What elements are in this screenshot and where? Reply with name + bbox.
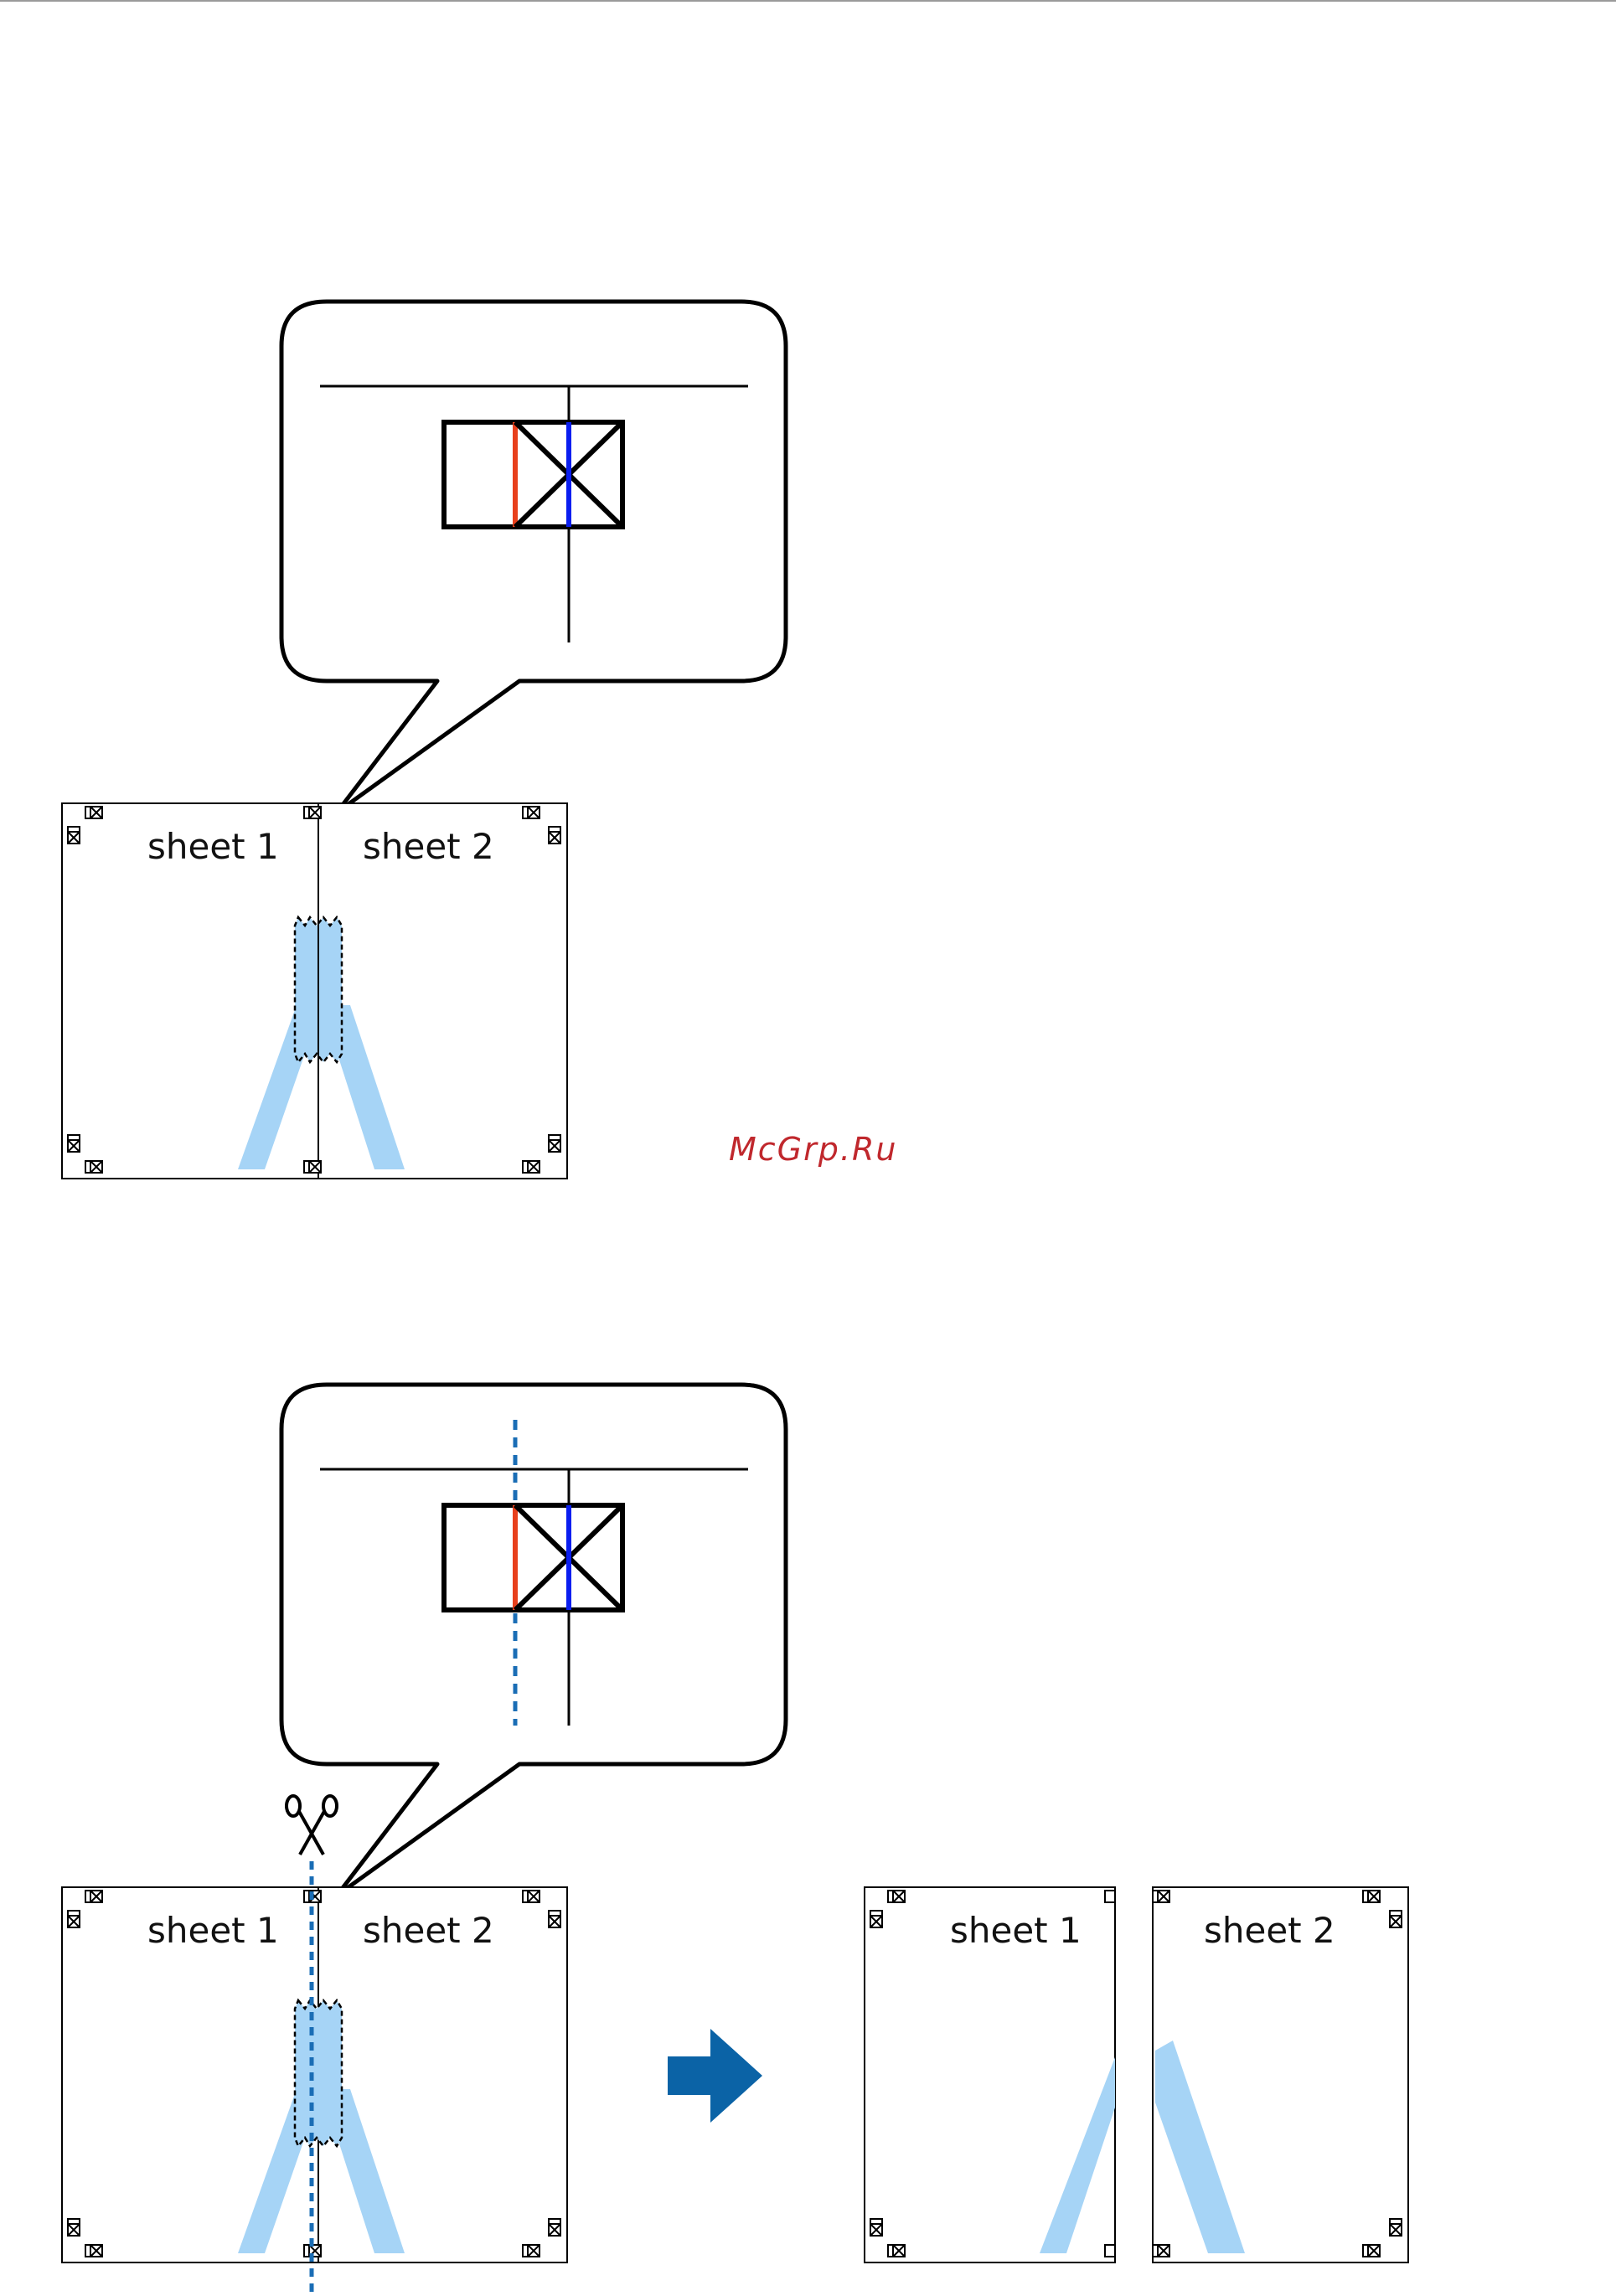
- step2-sheets: sheet 1 sheet 2: [62, 1861, 567, 2296]
- step1-sheets: sheet 1 sheet 2: [62, 803, 567, 1179]
- step2-sheet2-label: sheet 2: [363, 1910, 494, 1951]
- scissors-icon: [287, 1796, 337, 1855]
- step1-callout: [281, 302, 786, 813]
- result-sheet1: sheet 1: [865, 1887, 1115, 2262]
- result-sheet2-label: sheet 2: [1204, 1910, 1335, 1951]
- step2-sheet1-label: sheet 1: [147, 1910, 279, 1951]
- result-sheet2: sheet 2: [1153, 1887, 1408, 2262]
- step2-callout: [281, 1385, 786, 1896]
- right-arrow-icon: [668, 2029, 762, 2123]
- step1-sheet1-label: sheet 1: [147, 826, 279, 867]
- result-sheet1-label: sheet 1: [950, 1910, 1082, 1951]
- watermark: McGrp.Ru: [729, 1131, 897, 1168]
- step1-sheet2-label: sheet 2: [363, 826, 494, 867]
